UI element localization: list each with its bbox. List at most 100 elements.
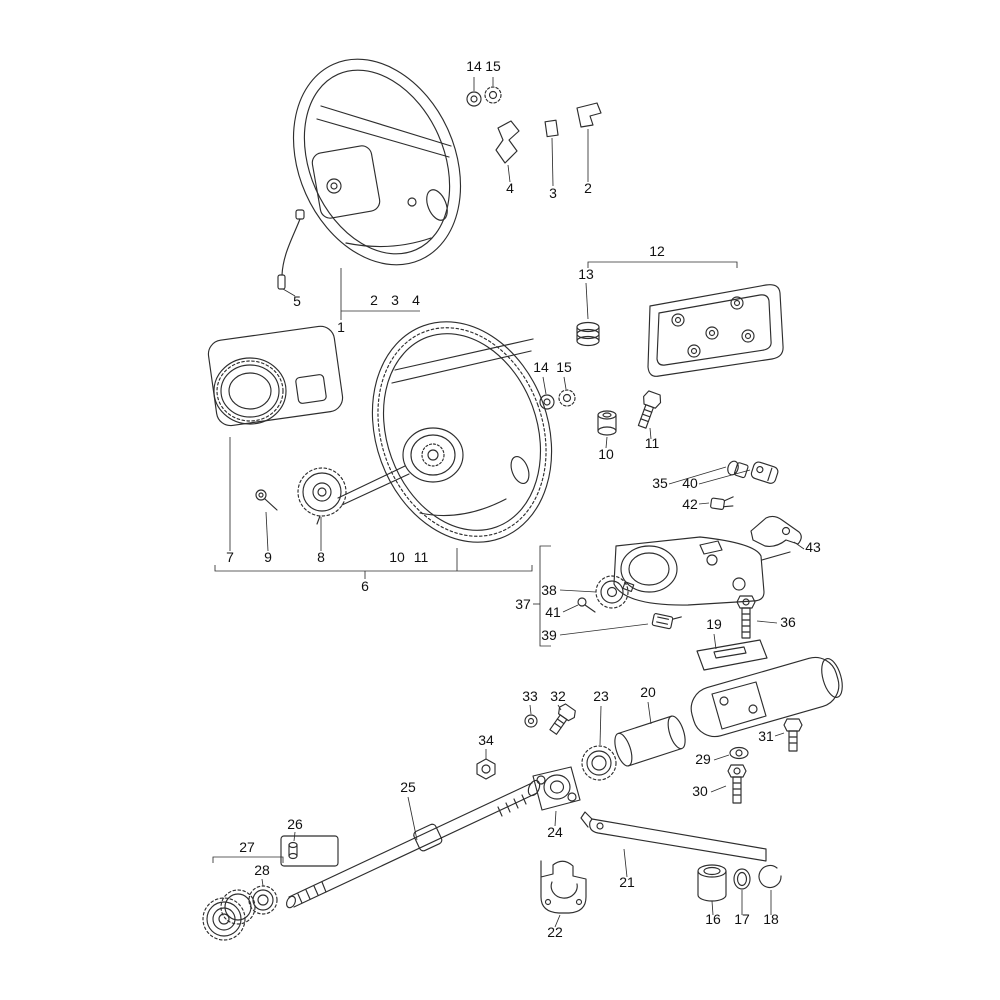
part-19-locking-plate	[696, 639, 768, 671]
part-label-2: 2	[584, 180, 592, 196]
part-14-nut-middle	[539, 394, 555, 410]
part-10-spacer-sleeve	[597, 410, 617, 436]
part-label-18: 18	[763, 911, 779, 927]
part-label-7: 7	[226, 549, 234, 565]
part-17-ring	[733, 868, 751, 890]
part-16-bushing	[697, 864, 727, 902]
part-2-bracket	[576, 102, 602, 128]
part-label-5: 5	[293, 293, 301, 309]
part-label-3: 3	[549, 185, 557, 201]
part-28-splined-ring	[248, 885, 278, 915]
part-label-1: 1	[337, 319, 345, 335]
part-label-32: 32	[550, 688, 566, 704]
part-11-bolt	[637, 390, 662, 429]
part-label-25: 25	[400, 779, 416, 795]
part-31-bolt	[783, 718, 803, 752]
part-22-clamp	[540, 860, 587, 914]
part-label-4: 4	[412, 292, 420, 308]
part-label-15: 15	[556, 359, 572, 375]
part-20-spacer-tube	[614, 715, 686, 767]
part-43-bracket	[750, 515, 802, 547]
part-8-contact-ring	[297, 467, 347, 525]
part-23-bearing	[581, 745, 617, 781]
part-29-washer	[729, 746, 749, 760]
part-30-bolt	[727, 764, 747, 804]
part-25-steering-shaft	[286, 779, 541, 909]
part-label-30: 30	[692, 783, 708, 799]
part-5-contact-wire	[277, 209, 305, 290]
part-label-12: 12	[649, 243, 665, 259]
column-tube-housing	[690, 656, 843, 738]
part-label-24: 24	[547, 824, 563, 840]
steering-wheel-hub	[402, 427, 464, 483]
part-9-screw	[255, 489, 278, 511]
part-15-knurled-nut-upper	[484, 86, 502, 104]
part-label-3: 3	[391, 292, 399, 308]
part-label-8: 8	[317, 549, 325, 565]
part-label-4: 4	[506, 180, 514, 196]
part-label-26: 26	[287, 816, 303, 832]
part-label-43: 43	[805, 539, 821, 555]
part-32-bolt	[549, 703, 576, 735]
part-1-steering-wheel	[292, 58, 462, 266]
part-label-17: 17	[734, 911, 750, 927]
part-39-connector	[651, 613, 682, 630]
part-41-screw	[577, 597, 596, 613]
part-35-lock-illumination	[727, 460, 749, 479]
part-label-6: 6	[361, 578, 369, 594]
part-33-washer	[524, 714, 538, 728]
part-37-lock-housing	[613, 536, 791, 606]
part-15-knurled-nut-middle	[558, 389, 576, 407]
part-label-11: 11	[414, 549, 429, 565]
part-label-16: 16	[705, 911, 721, 927]
part-42-switch	[710, 496, 734, 510]
part-label-28: 28	[254, 862, 270, 878]
part-36-bolt	[736, 595, 756, 639]
part-label-33: 33	[522, 688, 538, 704]
part-label-34: 34	[478, 732, 494, 748]
part-label-40: 40	[682, 475, 698, 491]
part-6-steering-wheel	[337, 321, 553, 543]
horn-pad	[311, 145, 381, 219]
part-21-support-bar	[580, 811, 767, 862]
part-label-20: 20	[640, 684, 656, 700]
part-40-ignition-switch	[750, 461, 779, 484]
part-26-pin	[280, 835, 339, 867]
part-label-21: 21	[619, 874, 635, 890]
part-label-31: 31	[758, 728, 774, 744]
part-34-nut	[476, 758, 496, 780]
part-label-39: 39	[541, 627, 557, 643]
part-label-42: 42	[682, 496, 698, 512]
part-label-15: 15	[485, 58, 501, 74]
part-label-11: 11	[645, 435, 660, 451]
part-label-2: 2	[370, 292, 378, 308]
part-38-contact-plate	[595, 575, 635, 609]
part-label-14: 14	[466, 58, 482, 74]
part-label-13: 13	[578, 266, 594, 282]
part-14-nut-upper	[466, 91, 482, 107]
part-7-column-shroud	[207, 325, 344, 427]
part-24-flange-bearing	[532, 766, 581, 811]
part-label-38: 38	[541, 582, 557, 598]
part-label-36: 36	[780, 614, 796, 630]
part-label-14: 14	[533, 359, 549, 375]
part-27-bearing	[202, 889, 256, 941]
part-12-retainer-frame	[647, 284, 784, 377]
part-label-29: 29	[695, 751, 711, 767]
part-label-37: 37	[515, 596, 531, 612]
part-label-10: 10	[389, 549, 405, 565]
part-4-spring-clip	[495, 120, 520, 164]
part-3-shim	[544, 119, 559, 138]
leader-lines	[212, 77, 805, 928]
part-label-22: 22	[547, 924, 563, 940]
part-label-19: 19	[706, 616, 722, 632]
part-label-9: 9	[264, 549, 272, 565]
part-13-spring	[576, 321, 600, 347]
part-label-23: 23	[593, 688, 609, 704]
part-18-snap-ring	[758, 864, 782, 888]
part-label-41: 41	[545, 604, 561, 620]
part-label-35: 35	[652, 475, 668, 491]
